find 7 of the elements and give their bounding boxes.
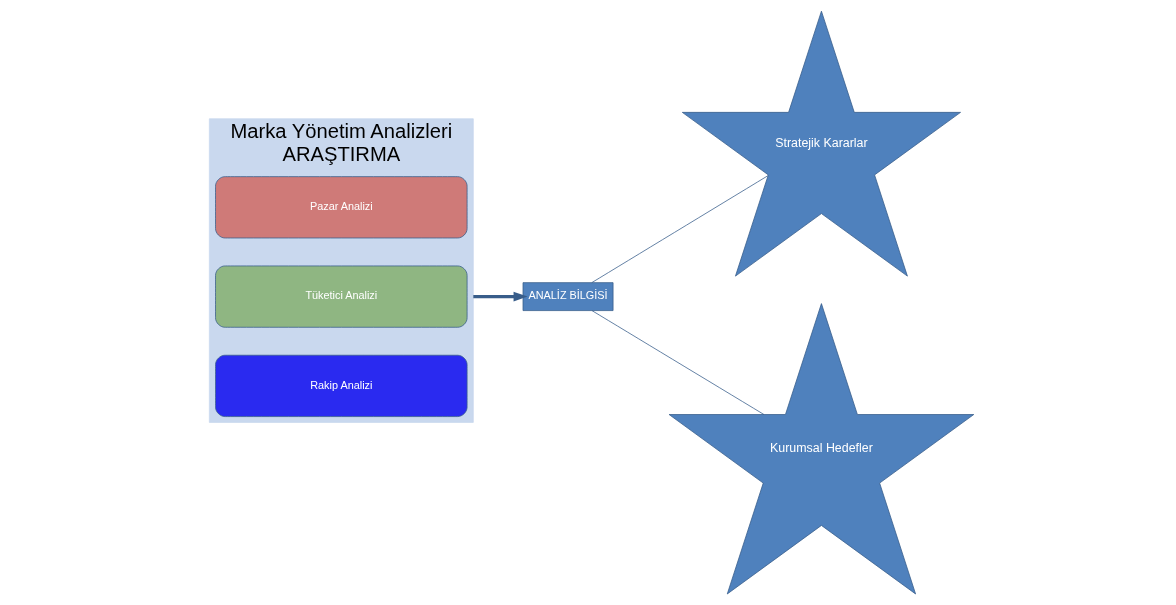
node-box: Rakip Analizi <box>214 354 467 417</box>
node-box: Pazar Analizi <box>214 176 467 239</box>
connector <box>591 310 764 415</box>
node-box: ANALİZ BİLGİSİ <box>522 282 613 311</box>
arrow <box>472 291 528 302</box>
connector <box>590 175 768 283</box>
node-box: Tüketici Analizi <box>214 265 467 328</box>
